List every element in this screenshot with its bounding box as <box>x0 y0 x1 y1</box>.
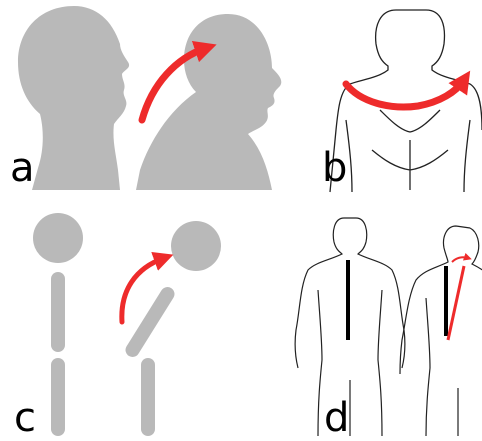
panel-label-d: d <box>324 398 349 438</box>
panel-label-a: a <box>10 148 35 188</box>
head-tilt-arrow <box>452 257 468 262</box>
panel-b <box>330 10 482 192</box>
panel-a <box>18 6 281 190</box>
forward-spine-segment <box>141 358 155 436</box>
shoulder-rounding-arrow <box>346 80 464 107</box>
panel-c <box>33 213 221 436</box>
torso-outline <box>330 10 482 192</box>
tilted-spine-line <box>448 266 464 340</box>
tilted-back-outline <box>400 226 482 436</box>
forward-neck-segment <box>123 284 177 359</box>
forward-head-ball <box>171 221 221 271</box>
upright-head-ball <box>33 213 83 263</box>
panel-label-c: c <box>14 398 36 438</box>
panel-label-b: b <box>322 148 347 188</box>
upright-spine-segment <box>51 358 65 436</box>
forward-head-silhouette <box>136 14 281 190</box>
upright-head-silhouette <box>18 6 129 190</box>
upright-neck-segment <box>51 272 65 352</box>
